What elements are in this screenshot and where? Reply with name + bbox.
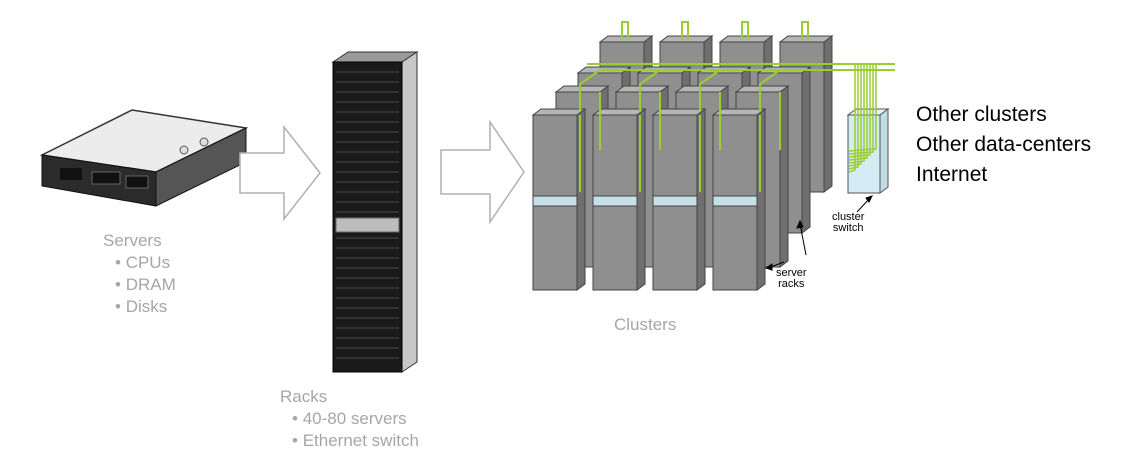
destination-item: Internet bbox=[916, 163, 988, 186]
servers-item: CPUs bbox=[115, 252, 176, 274]
server-racks-label-line: racks bbox=[778, 278, 805, 290]
destination-item: Other clusters bbox=[916, 103, 1047, 126]
cluster-switch bbox=[846, 64, 890, 194]
cluster-switch-label: cluster switch bbox=[832, 212, 864, 234]
destination-item: Other data-centers bbox=[916, 133, 1092, 156]
servers-caption: Servers CPUs DRAM Disks bbox=[103, 230, 176, 318]
racks-item: 40-80 servers bbox=[292, 408, 419, 430]
server-illustration bbox=[39, 109, 249, 207]
rack-illustration bbox=[331, 51, 419, 373]
servers-item: DRAM bbox=[115, 274, 176, 296]
cluster-switch-label-line: cluster bbox=[832, 211, 865, 223]
servers-title: Servers bbox=[103, 231, 162, 250]
server-racks-label-line: server bbox=[776, 267, 807, 279]
arrow-racks-to-clusters bbox=[440, 119, 525, 225]
racks-title: Racks bbox=[280, 387, 328, 406]
server-racks-label: server racks bbox=[776, 268, 807, 290]
cluster-cabling bbox=[579, 21, 895, 192]
clusters-title: Clusters bbox=[614, 315, 677, 334]
servers-item: Disks bbox=[115, 296, 176, 318]
racks-caption: Racks 40-80 servers Ethernet switch bbox=[280, 386, 419, 452]
cluster-switch-label-line: switch bbox=[832, 222, 864, 234]
destinations-list: Other clusters Other data-centers Intern… bbox=[916, 100, 1091, 190]
racks-item: Ethernet switch bbox=[292, 430, 419, 452]
rack-ethernet-switch bbox=[335, 217, 400, 233]
cluster-illustration bbox=[531, 21, 895, 291]
arrow-servers-to-racks bbox=[239, 124, 321, 222]
cluster-label-arrows bbox=[764, 195, 873, 271]
